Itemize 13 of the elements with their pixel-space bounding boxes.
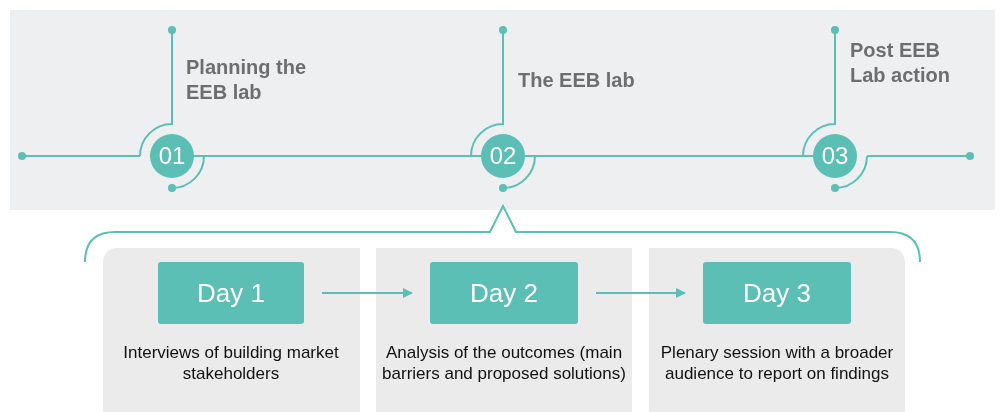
day-box: Day 2	[430, 262, 578, 324]
day-description: Interviews of building market stakeholders	[122, 342, 340, 384]
arrow	[595, 288, 686, 298]
day-description: Plenary session with a broader audience to report on findings	[659, 342, 895, 384]
day-description: Analysis of the outcomes (main barriers and proposed solutions)	[381, 342, 627, 384]
day-box: Day 1	[158, 262, 304, 324]
timeline-line	[524, 155, 814, 157]
step-title: Planning the EEB lab	[186, 55, 306, 105]
day-box: Day 3	[703, 262, 851, 324]
step-title: Post EEB Lab action	[850, 38, 951, 88]
step-title: The EEB lab	[518, 68, 636, 93]
timeline-line	[193, 155, 482, 157]
arrow	[321, 288, 413, 298]
